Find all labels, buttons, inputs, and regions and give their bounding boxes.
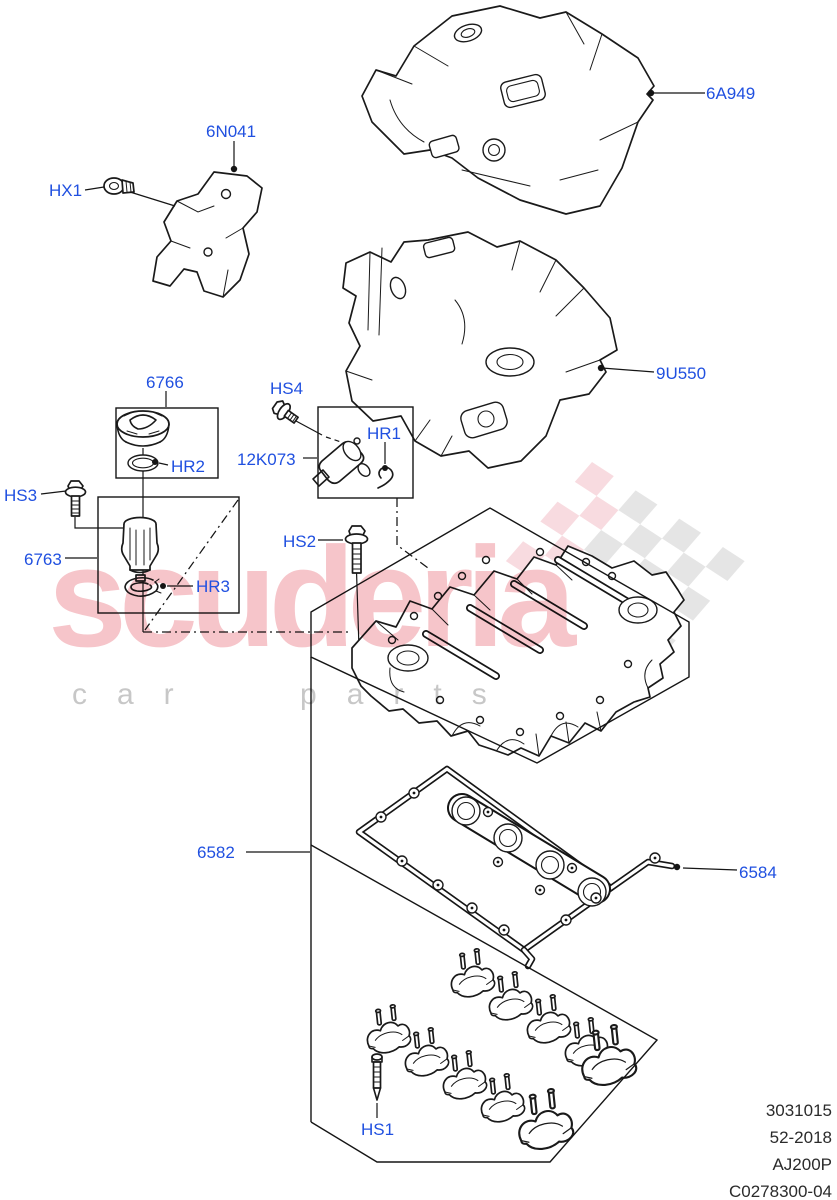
oring-hr2-drawing (127, 454, 159, 472)
bolt-hs2-drawing (344, 525, 369, 574)
cylinder-head-cover-drawing (351, 545, 685, 757)
callout-6766[interactable]: 6766 (146, 373, 184, 392)
callout-hr1[interactable]: HR1 (367, 424, 402, 443)
oil-separator-6763-drawing (120, 516, 160, 582)
bearing-cap-7 (404, 1026, 450, 1077)
callout-9u550[interactable]: 9U550 (656, 364, 707, 383)
callout-hs3[interactable]: HS3 (4, 486, 38, 505)
bearing-cap-10 (518, 1087, 575, 1150)
callout-hx1[interactable]: HX1 (49, 181, 83, 200)
callout-6n041[interactable]: 6N041 (206, 122, 257, 141)
bearing-cap-2 (488, 970, 534, 1021)
bolt-hs4-drawing (271, 400, 299, 424)
grouping-boxes (97, 406, 690, 1163)
callout-12k073[interactable]: 12K073 (237, 450, 296, 469)
sensor-12k073-drawing (312, 437, 371, 487)
callout-hs4[interactable]: HS4 (270, 379, 304, 398)
oring-hr1-drawing (377, 466, 394, 489)
callout-6584[interactable]: 6584 (739, 863, 777, 882)
bearing-cap-3 (526, 993, 572, 1044)
footer-line: 3031015 (765, 1101, 832, 1120)
leader-lines (40, 89, 738, 1118)
footer-line: AJ200P (772, 1155, 832, 1174)
footer-line: 52-2018 (769, 1128, 832, 1147)
callout-hs2[interactable]: HS2 (283, 532, 317, 551)
bearing-cap-1 (450, 947, 496, 998)
engine-cover-9u550-drawing (342, 231, 618, 469)
cam-journal-rails (422, 556, 632, 680)
stud-bolt-hs1-drawing (371, 1053, 383, 1101)
callout-6763[interactable]: 6763 (24, 550, 62, 569)
callout-hs1[interactable]: HS1 (361, 1120, 395, 1139)
assembly-dashdot-lines (143, 498, 429, 633)
engine-cover-6a949-drawing (361, 5, 655, 215)
nut-hx1-drawing (103, 177, 135, 195)
snap-ring-hr3-drawing (124, 576, 162, 597)
footer-line: C0278300-04 (728, 1182, 832, 1200)
bearing-caps-group (366, 947, 638, 1150)
callout-6a949[interactable]: 6A949 (706, 84, 756, 103)
gasket-6584-drawing (355, 765, 676, 970)
bearing-cap-9 (480, 1072, 526, 1123)
bearing-cap-6 (366, 1003, 412, 1054)
callout-6582[interactable]: 6582 (197, 843, 235, 862)
oil-filler-cap-6766-drawing (116, 410, 170, 447)
bearing-cap-5 (581, 1023, 638, 1086)
bearing-cap-8 (442, 1049, 488, 1100)
bolt-hs3-drawing (64, 480, 87, 517)
gasket-bolt-ears (375, 787, 661, 936)
callout-hr2[interactable]: HR2 (171, 457, 206, 476)
callout-hr3[interactable]: HR3 (196, 577, 231, 596)
bracket-6n041-drawing (152, 171, 263, 298)
